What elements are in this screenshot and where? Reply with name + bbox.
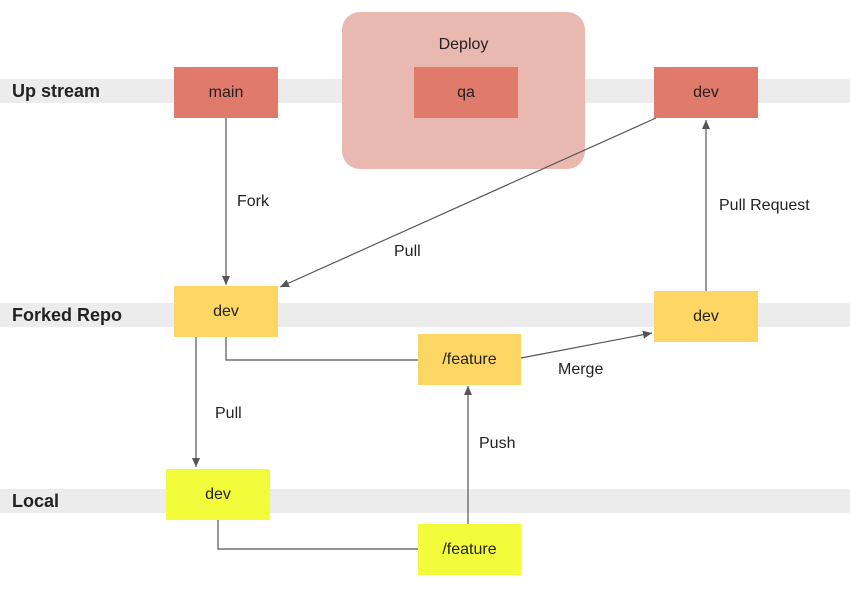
node-upstream-qa: qa: [414, 67, 518, 118]
edge-merge: [520, 330, 653, 359]
lane-label-upstream: Up stream: [12, 81, 101, 101]
node-local-dev: dev: [166, 469, 270, 520]
edge-label-fork: Fork: [237, 193, 269, 210]
edge-branch-local: [217, 519, 418, 550]
edge-label-pull-request: Pull Request: [719, 197, 810, 214]
node-forked-feature: /feature: [418, 334, 521, 385]
lane-label-local: Local: [12, 491, 60, 511]
edge-branch-forked: [225, 337, 418, 361]
node-forked-dev-right: dev: [654, 291, 758, 342]
edge-label-pull-upstream: Pull: [394, 243, 421, 260]
deploy-label: Deploy: [438, 36, 489, 53]
edge-label-merge: Merge: [558, 361, 604, 378]
edge-label-push: Push: [479, 435, 516, 452]
node-local-feature: /feature: [418, 524, 521, 575]
node-upstream-dev: dev: [654, 67, 758, 118]
node-upstream-main: main: [174, 67, 278, 118]
lane-band-local: [0, 489, 850, 513]
edge-label-pull-local: Pull: [215, 405, 242, 422]
node-forked-dev: dev: [174, 286, 278, 337]
lane-label-forked: Forked Repo: [12, 305, 123, 325]
